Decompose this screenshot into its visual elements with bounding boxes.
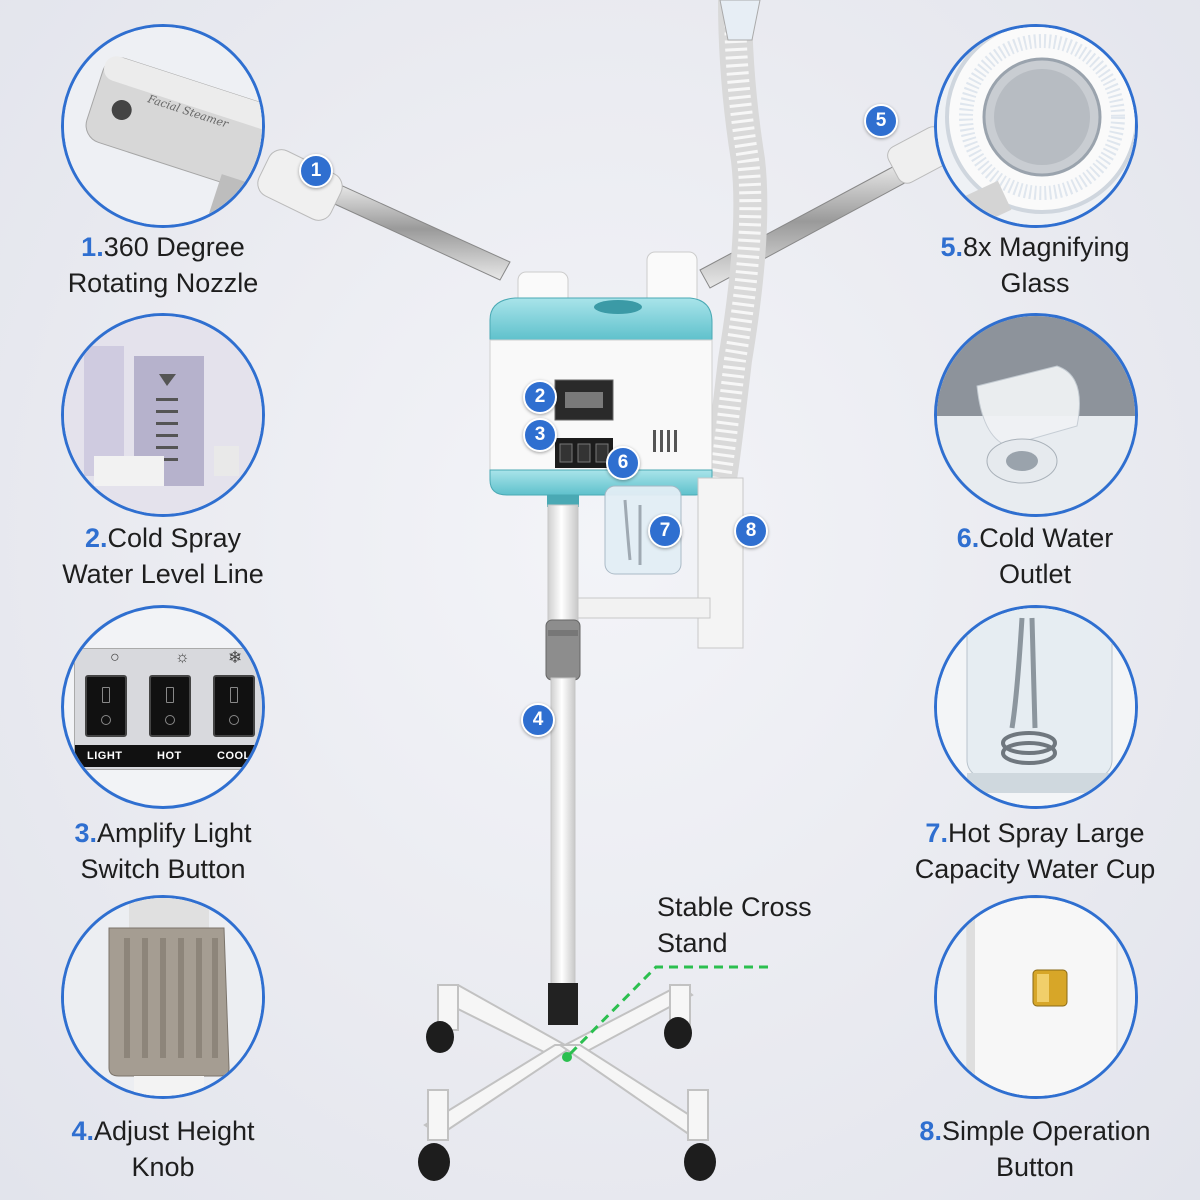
sun-icon: ☼ (175, 649, 190, 666)
water-cup (604, 485, 682, 575)
detail-circle-cold-water-outlet (934, 313, 1138, 517)
badge-8: 8 (734, 514, 768, 548)
stand-label: Stable Cross Stand (657, 892, 812, 958)
stand-guide-line (562, 965, 768, 1062)
badge-6: 6 (606, 446, 640, 480)
badge-1: 1 (299, 154, 333, 188)
badge-7: 7 (648, 514, 682, 548)
badge-2: 2 (523, 380, 557, 414)
steamer-body (489, 251, 713, 507)
hot-switch-label: HOT (157, 750, 182, 762)
detail-circle-height-knob (61, 895, 265, 1099)
detail-circle-nozzle: Facial Steamer (61, 24, 265, 228)
detail-circle-water-cup (934, 605, 1138, 809)
badge-5: 5 (864, 104, 898, 138)
bulb-icon: ○ (110, 649, 120, 666)
cool-switch[interactable] (213, 675, 255, 737)
caption-2: 2.Cold Spray Water Level Line (62, 523, 264, 589)
caption-3: 3.Amplify Light Switch Button (74, 818, 252, 884)
caption-1: 1.360 Degree Rotating Nozzle (67, 232, 259, 298)
light-switch[interactable] (85, 675, 127, 737)
caption-4: 4.Adjust Height Knob (71, 1116, 255, 1182)
snowflake-icon: ❄ (228, 648, 243, 667)
badge-3: 3 (523, 418, 557, 452)
vertical-pole (545, 504, 581, 1025)
detail-circle-switch-panel: ○ ☼ ❄ LIGHT HOT COOL (61, 605, 265, 809)
detail-circle-magnifier (934, 24, 1138, 228)
cross-base (423, 983, 709, 1141)
detail-circle-operation-button (934, 895, 1138, 1099)
caption-8: 8.Simple Operation Button (919, 1116, 1151, 1182)
caption-5: 5.8x Magnifying Glass (940, 232, 1130, 298)
switch-panel: ○ ☼ ❄ LIGHT HOT COOL (74, 648, 262, 770)
light-switch-label: LIGHT (87, 750, 123, 762)
detail-circle-water-level (61, 313, 265, 517)
caption-7: 7.Hot Spray Large Capacity Water Cup (914, 818, 1156, 884)
casters (418, 1017, 716, 1181)
cool-switch-label: COOL (217, 750, 251, 762)
hot-switch[interactable] (149, 675, 191, 737)
caption-6: 6.Cold Water Outlet (956, 523, 1114, 589)
flexible-hose (701, 0, 768, 507)
badge-4: 4 (521, 703, 555, 737)
